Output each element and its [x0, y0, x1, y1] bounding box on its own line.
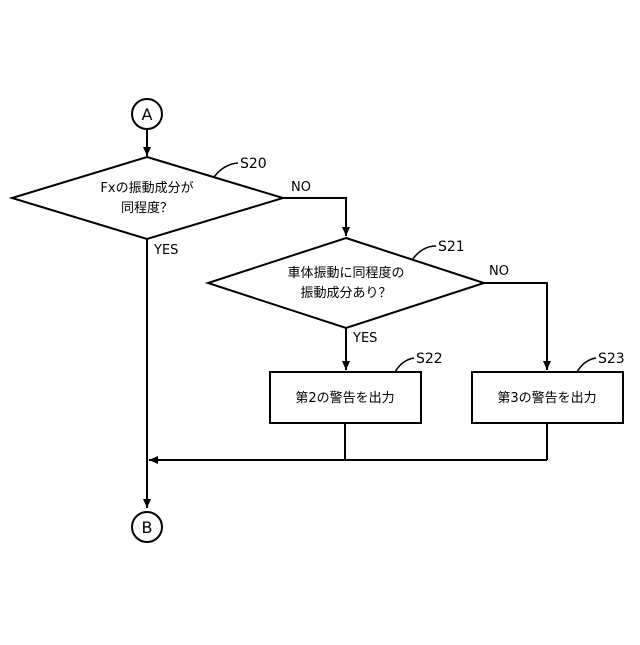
process-s22-label: 第2の警告を出力 [295, 390, 394, 406]
step-id-s20: S20 [240, 156, 267, 172]
branch-label-s21-no: NO [489, 264, 509, 279]
connector-a: A [132, 99, 162, 129]
process-s23: 第3の警告を出力 [472, 372, 623, 423]
step-id-s21-leader [412, 246, 436, 260]
decision-s21-line1: 車体振動に同程度の [287, 265, 404, 281]
connector-b-label: B [142, 518, 153, 537]
decision-s20-line1: Fxの振動成分が [100, 181, 193, 196]
connector-b: B [132, 512, 162, 542]
branch-label-s21-yes: YES [352, 331, 377, 346]
step-id-s21: S21 [438, 239, 465, 255]
step-id-s20-leader [214, 163, 238, 177]
process-s23-label: 第3の警告を出力 [497, 390, 596, 406]
step-id-s22-leader [395, 358, 414, 372]
process-s22: 第2の警告を出力 [270, 372, 421, 423]
flow-line-s21-no [484, 283, 547, 370]
flow-line-s20-no [283, 198, 346, 236]
step-id-s23: S23 [598, 351, 625, 367]
branch-label-s20-no: NO [291, 180, 311, 195]
decision-s21-line2: 振動成分あり？ [300, 286, 391, 301]
connector-a-label: A [142, 105, 153, 124]
step-id-s23-leader [577, 358, 596, 372]
branch-label-s20-yes: YES [153, 243, 178, 258]
step-id-s22: S22 [416, 351, 443, 367]
decision-s20-line2: 同程度？ [121, 200, 173, 216]
